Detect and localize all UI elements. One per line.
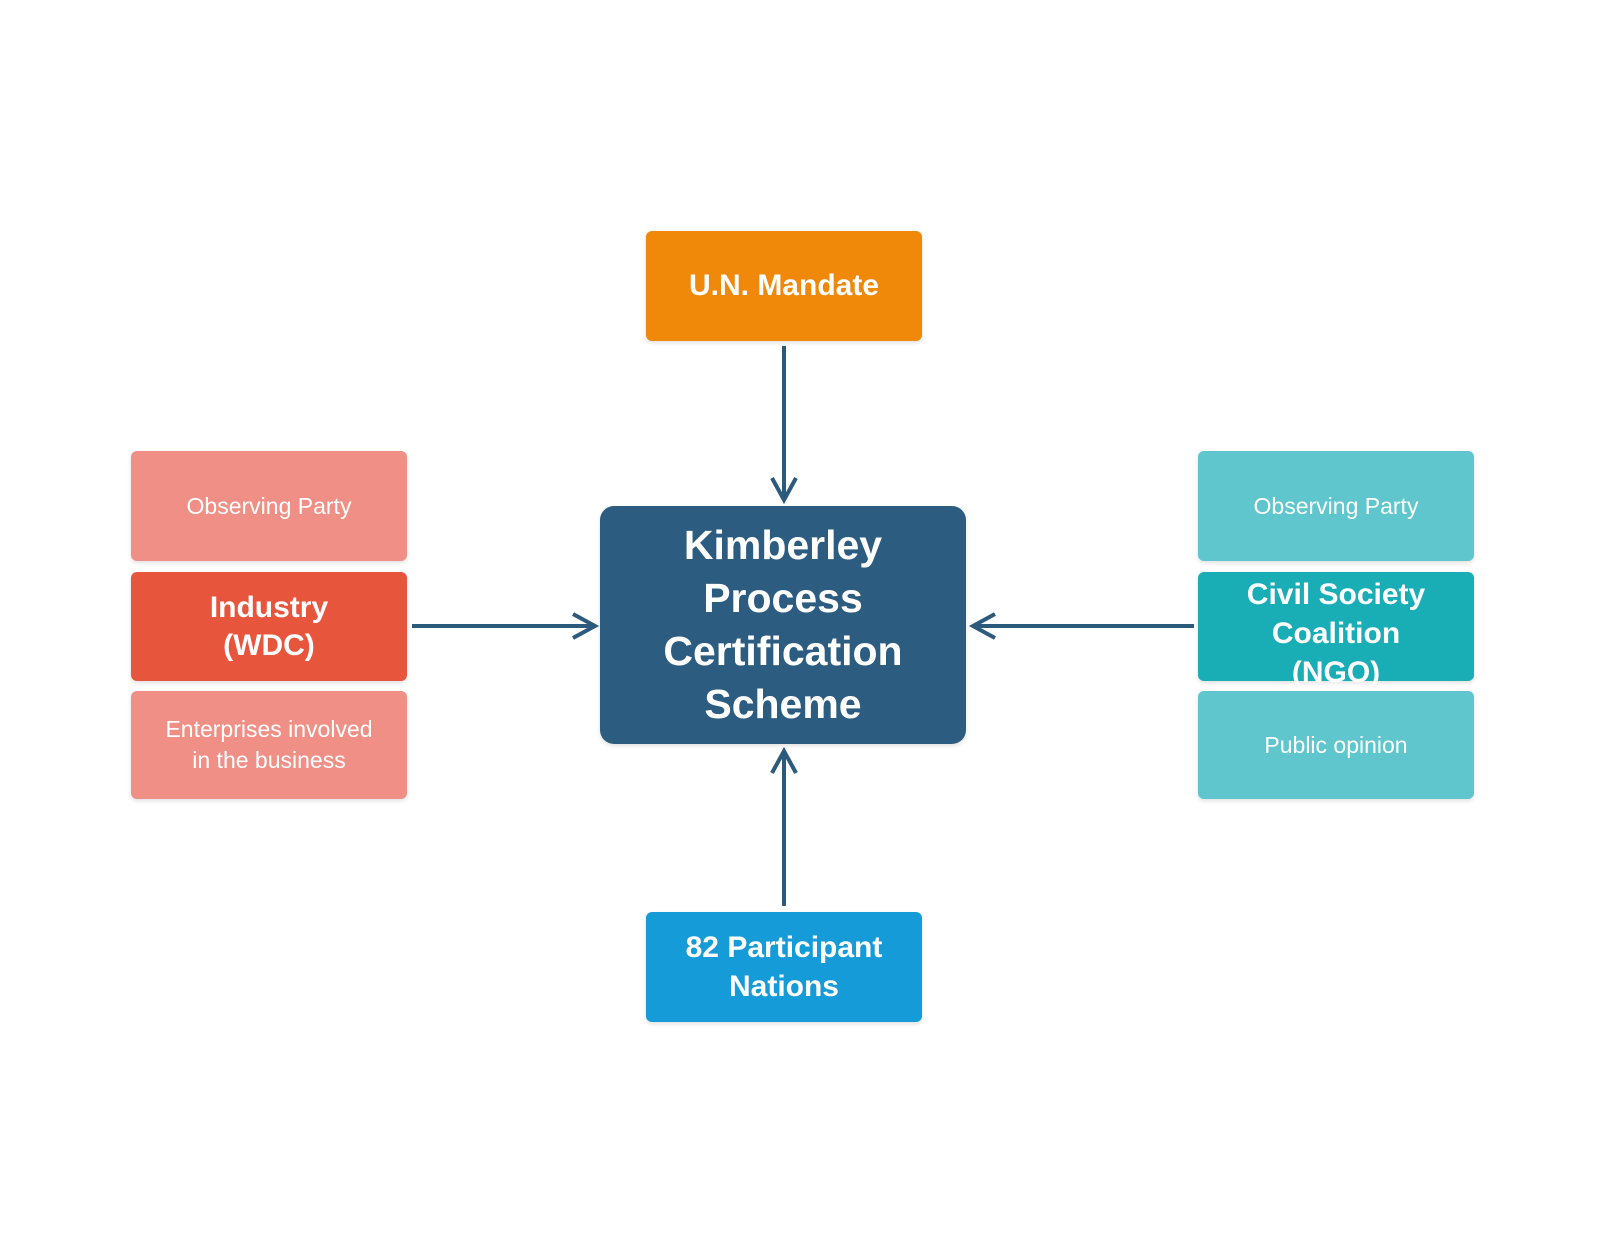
arrowhead-left — [572, 612, 600, 640]
public-opinion-box: Public opinion — [1198, 691, 1474, 799]
civil-society-ngo-box: Civil Society Coalition (NGO) — [1198, 572, 1474, 689]
left-observing-party-box: Observing Party — [131, 451, 407, 561]
arrowhead-right — [968, 612, 996, 640]
un-mandate-box: U.N. Mandate — [646, 231, 922, 341]
participant-nations-box: 82 Participant Nations — [646, 912, 922, 1022]
arrowhead-bottom — [770, 746, 798, 774]
kimberley-process-box: Kimberley Process Certification Scheme — [600, 506, 966, 744]
arrowhead-top — [770, 477, 798, 505]
enterprises-box: Enterprises involved in the business — [131, 691, 407, 799]
right-observing-party-box: Observing Party — [1198, 451, 1474, 561]
industry-wdc-box: Industry (WDC) — [131, 572, 407, 681]
